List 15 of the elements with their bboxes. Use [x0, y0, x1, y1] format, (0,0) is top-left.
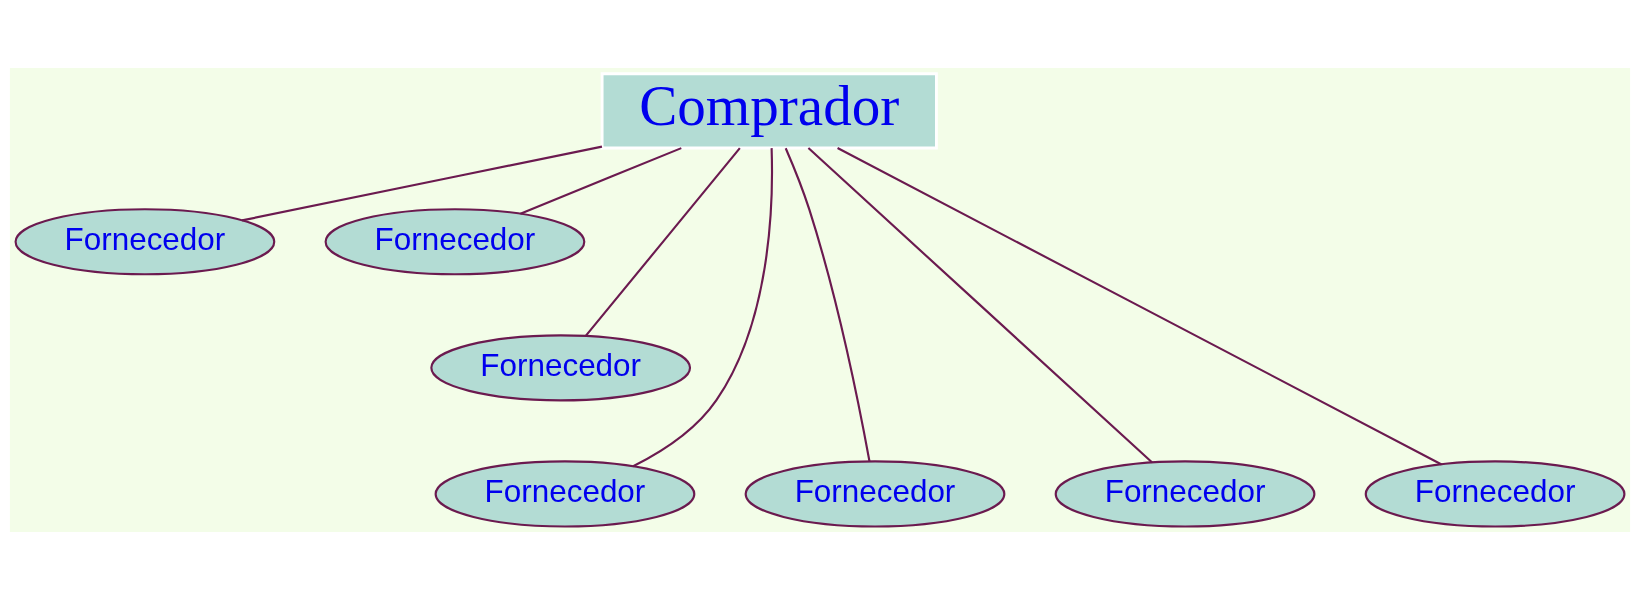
node-ellipse: Fornecedor [744, 459, 1005, 528]
connector [584, 146, 741, 337]
connector [784, 147, 871, 462]
node-ellipse: Fornecedor [14, 207, 275, 275]
node-ellipse: Fornecedor [1364, 459, 1625, 528]
node-ellipse: Fornecedor [1054, 459, 1315, 528]
node-ellipse: Fornecedor [429, 333, 691, 401]
connector [807, 146, 1153, 463]
node-ellipse: Fornecedor [434, 459, 695, 528]
connector [632, 147, 773, 467]
node-ellipse: Fornecedor [324, 207, 585, 275]
node-box: Comprador [600, 71, 938, 149]
connector [836, 146, 1442, 465]
connector [519, 146, 682, 215]
connector [241, 145, 602, 221]
